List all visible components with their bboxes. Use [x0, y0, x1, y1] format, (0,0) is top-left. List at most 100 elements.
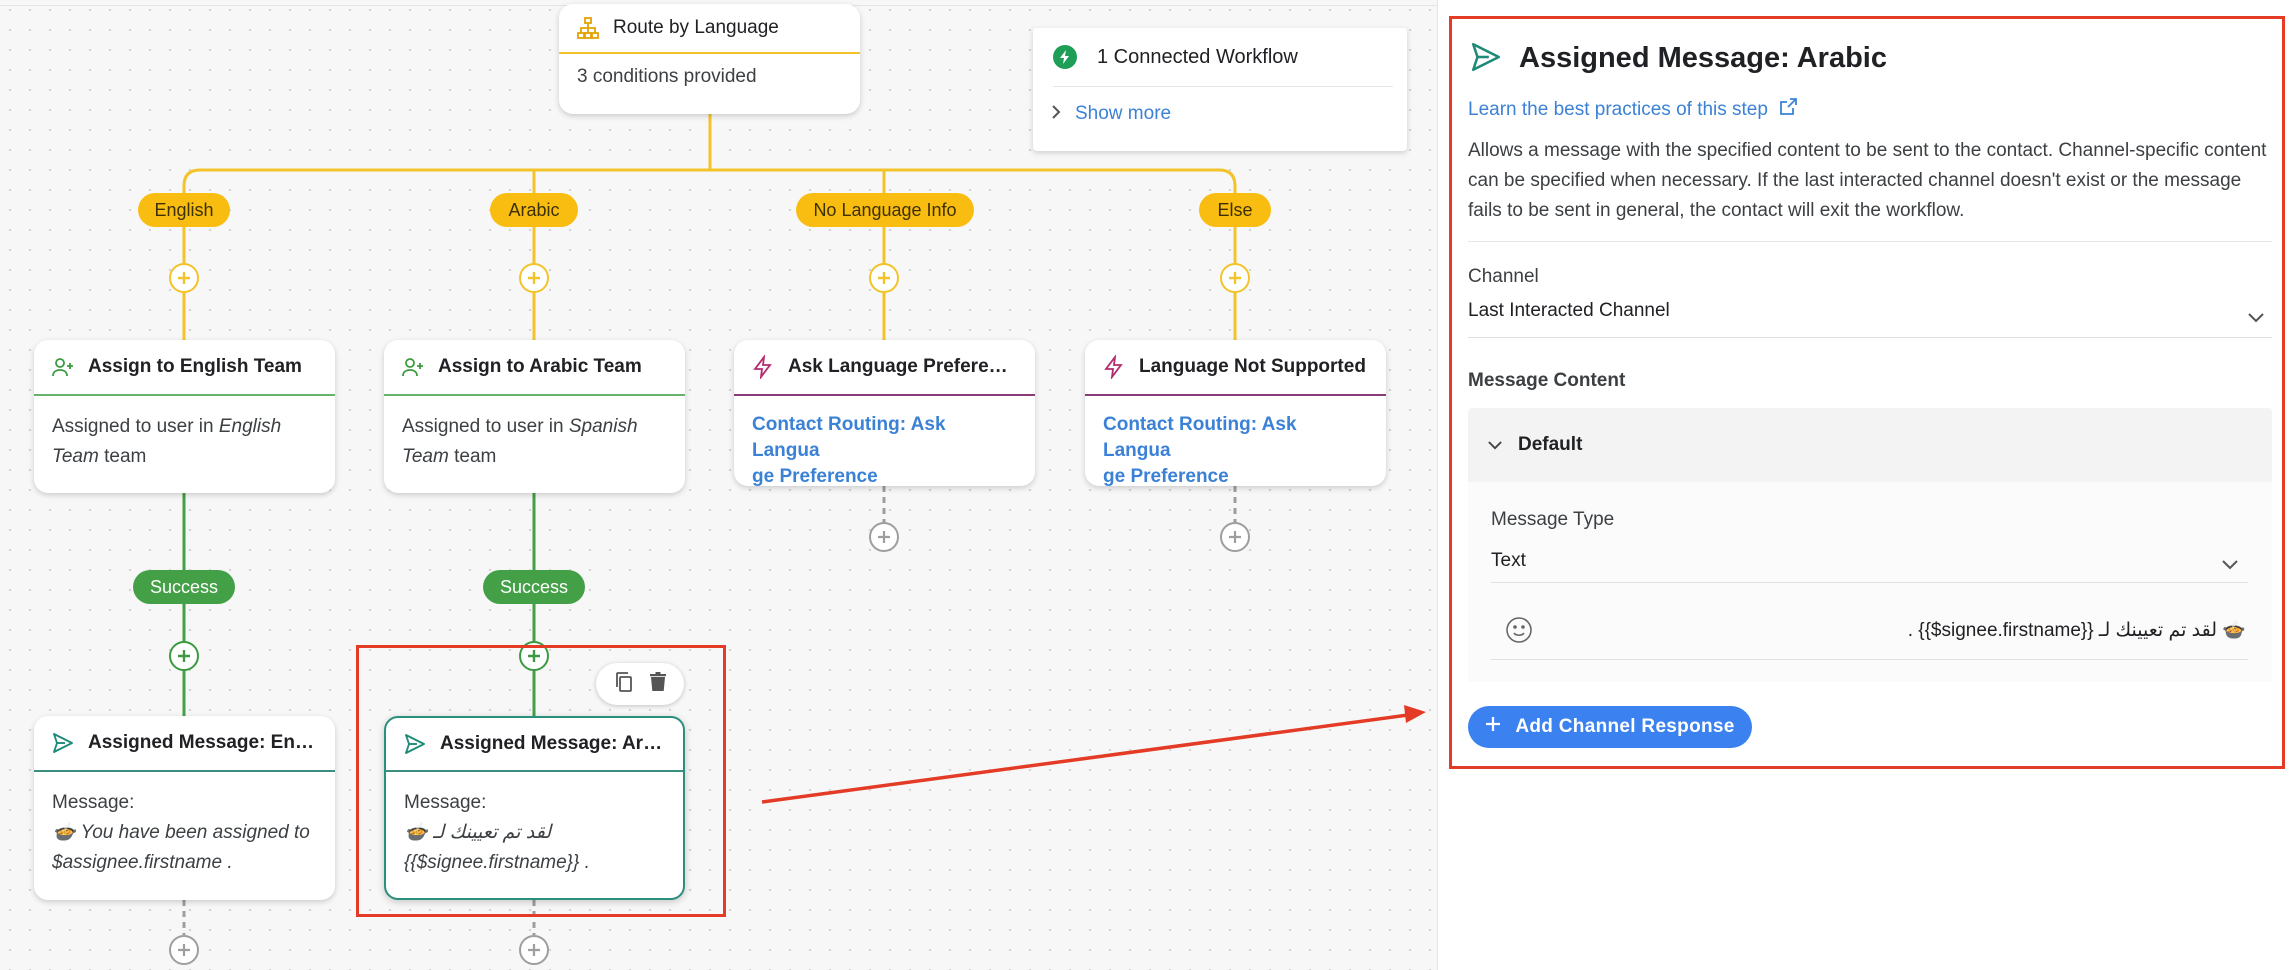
branch-else[interactable]: Else: [1199, 193, 1271, 227]
user-add-icon: [400, 354, 426, 380]
add-step-button[interactable]: [169, 641, 199, 671]
best-practices-link[interactable]: Learn the best practices of this step: [1468, 97, 1798, 123]
plus-icon: [178, 650, 190, 662]
workflow-link[interactable]: Contact Routing: Ask Langua ge Preferenc…: [734, 396, 1035, 506]
card-title: Assigned Message: Eng…: [88, 732, 319, 753]
plus-icon: [528, 944, 540, 956]
add-step-button[interactable]: [1220, 263, 1250, 293]
channel-select[interactable]: Last Interacted Channel: [1468, 296, 2272, 338]
card-body: Message: 🍲 لقد تم تعيينك لـ {{$signee.fi…: [386, 772, 683, 894]
success-label: Success: [133, 570, 235, 604]
success-label: Success: [483, 570, 585, 604]
branch-label: English: [154, 199, 214, 220]
card-body: Assigned to user in English Team team: [34, 396, 335, 488]
connected-workflow-card[interactable]: 1 Connected Workflow Show more: [1033, 28, 1407, 151]
message-type-select[interactable]: Text: [1491, 545, 2248, 583]
send-icon: [1469, 40, 1505, 76]
router-subtitle: 3 conditions provided: [577, 66, 757, 87]
branch-arabic[interactable]: Arabic: [490, 193, 578, 227]
node-toolbar: [596, 663, 684, 705]
panel-title-text: Assigned Message: Arabic: [1519, 41, 1887, 74]
bolt-icon: [1053, 45, 1077, 69]
card-title: Assign to Arabic Team: [438, 356, 642, 377]
chevron-down-icon: [2222, 557, 2238, 575]
message-label: Message:: [52, 792, 135, 813]
message-text-input[interactable]: 🍲 لقد تم تعيينك لـ {{signee.firstname$}}…: [1491, 602, 2248, 660]
router-card[interactable]: Route by Language 3 conditions provided: [559, 4, 860, 114]
router-title: Route by Language: [613, 17, 779, 38]
assign-arabic-card[interactable]: Assign to Arabic Team Assigned to user i…: [384, 340, 685, 493]
branch-no-language-info[interactable]: No Language Info: [796, 193, 974, 227]
add-step-button[interactable]: [869, 263, 899, 293]
branch-label: Else: [1217, 199, 1253, 220]
add-step-button[interactable]: [1220, 522, 1250, 552]
message-text: 🍲 لقد تم تعيينك لـ {{signee.firstname$}}…: [1907, 620, 2246, 641]
branch-label: Arabic: [508, 199, 560, 220]
send-icon: [402, 731, 428, 757]
card-title: Assign to English Team: [88, 356, 302, 377]
chevron-down-icon: [2248, 310, 2264, 328]
card-title: Language Not Supported: [1139, 356, 1366, 377]
plus-icon: [878, 272, 890, 284]
message-line: 🍲 لقد تم تعيينك لـ: [404, 822, 552, 843]
emoji-icon[interactable]: [1505, 616, 1533, 649]
show-more-label: Show more: [1075, 103, 1172, 124]
message-type-label: Message Type: [1491, 509, 1615, 530]
card-body: Assigned to user in Spanish Team team: [384, 396, 685, 488]
hierarchy-icon: [575, 15, 601, 41]
team-name: English Team: [52, 416, 282, 467]
plus-icon: [528, 272, 540, 284]
add-step-button[interactable]: [169, 263, 199, 293]
copy-icon[interactable]: [614, 671, 634, 698]
not-supported-card[interactable]: Language Not Supported Contact Routing: …: [1085, 340, 1386, 487]
workflow-canvas[interactable]: Route by Language 3 conditions provided …: [0, 0, 1438, 970]
add-step-button[interactable]: [519, 935, 549, 965]
branch-label: No Language Info: [813, 199, 957, 220]
bolt-outline-icon: [1101, 354, 1127, 380]
highlight-box: [356, 645, 726, 917]
message-line: {{$signee.firstname}} .: [404, 852, 590, 873]
plus-icon: [178, 272, 190, 284]
panel-highlight-box: [1449, 16, 2285, 769]
best-practices-label: Learn the best practices of this step: [1468, 99, 1768, 120]
plus-icon: [1229, 272, 1241, 284]
default-accordion[interactable]: Default: [1468, 408, 2272, 482]
user-add-icon: [50, 354, 76, 380]
message-arabic-card[interactable]: Assigned Message: Ara… Message: 🍲 لقد تم…: [384, 716, 685, 900]
send-icon: [50, 730, 76, 756]
success-text: Success: [499, 576, 569, 597]
message-line: 🍲 You have been assigned to: [52, 822, 310, 843]
branch-english[interactable]: English: [138, 193, 230, 227]
add-step-button[interactable]: [169, 935, 199, 965]
add-step-button[interactable]: [869, 522, 899, 552]
text-suffix: team: [98, 446, 147, 467]
connected-workflow-title: 1 Connected Workflow: [1097, 45, 1298, 68]
ask-language-card[interactable]: Ask Language Preference Contact Routing:…: [734, 340, 1035, 487]
plus-icon: [528, 650, 540, 662]
add-channel-response-button[interactable]: Add Channel Response: [1468, 706, 1752, 748]
plus-icon: [1229, 531, 1241, 543]
link-line: ge Preference: [1103, 466, 1229, 487]
chevron-down-icon: [1488, 434, 1502, 456]
card-body: Message: 🍲 You have been assigned to $as…: [34, 772, 335, 894]
default-label: Default: [1518, 434, 1583, 455]
trash-icon[interactable]: [649, 671, 667, 697]
bolt-outline-icon: [750, 354, 776, 380]
text-prefix: Assigned to user in: [52, 416, 219, 437]
link-line: ge Preference: [752, 466, 878, 487]
success-text: Success: [149, 576, 219, 597]
text-suffix: team: [448, 446, 497, 467]
text-prefix: Assigned to user in: [402, 416, 569, 437]
add-step-button[interactable]: [519, 263, 549, 293]
channel-value: Last Interacted Channel: [1468, 300, 1670, 321]
assign-english-card[interactable]: Assign to English Team Assigned to user …: [34, 340, 335, 493]
add-channel-response-label: Add Channel Response: [1515, 716, 1735, 737]
show-more-link[interactable]: Show more: [1033, 87, 1407, 141]
channel-label: Channel: [1468, 266, 1539, 287]
plus-icon: [1485, 716, 1501, 738]
workflow-link[interactable]: Contact Routing: Ask Langua ge Preferenc…: [1085, 396, 1386, 506]
chevron-right-icon: [1051, 103, 1061, 125]
message-line: $assignee.firstname .: [52, 852, 233, 873]
plus-icon: [178, 944, 190, 956]
message-english-card[interactable]: Assigned Message: Eng… Message: 🍲 You ha…: [34, 716, 335, 900]
